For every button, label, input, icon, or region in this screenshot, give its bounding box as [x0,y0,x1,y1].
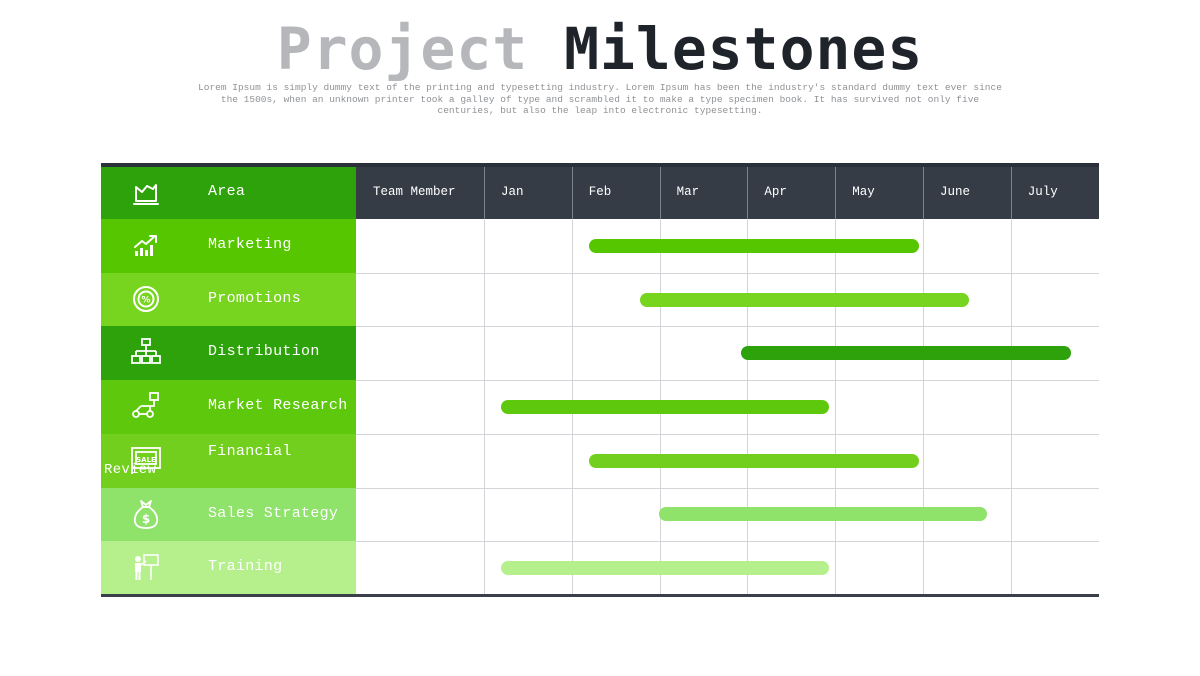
area-label: Financial [208,442,292,460]
title-word-milestones: Milestones [564,15,924,83]
area-label: Distribution [208,343,320,361]
growth-chart-icon [129,228,163,262]
grid-horizontal-line [356,433,1099,435]
area-chart-icon [129,176,163,210]
gantt-bar [589,238,919,253]
grid-horizontal-line [356,272,1099,274]
header-separator [747,167,749,219]
area-label: Sales Strategy [208,504,339,522]
sale-sign-icon: SALE [129,443,163,477]
header-area-cell [101,167,356,219]
area-label: Promotions [208,289,302,307]
svg-text:SALE: SALE [136,456,156,464]
svg-text:$: $ [142,512,150,526]
area-label: Marketing [208,236,292,253]
area-row [101,272,356,327]
header-month-feb: Feb [588,185,612,199]
title-word-project: Project [276,15,529,83]
header-area-label: Area [208,183,246,200]
grid-vertical-line [1010,219,1012,594]
header-month-jan: Jan [501,185,524,199]
header-month-apr: Apr [764,185,787,199]
header-separator [835,167,837,219]
grid-horizontal-line [356,487,1099,489]
gantt-bar [741,346,1071,361]
header-separator [659,167,661,219]
gantt-bar [640,292,969,307]
grid-horizontal-line [356,380,1099,382]
grid-vertical-line [923,219,924,594]
page-title: Project Milestones [0,14,1200,84]
area-row [101,541,356,596]
svg-text:%: % [141,295,150,305]
area-label: Training [208,558,283,576]
gantt-bar [500,399,830,414]
page-subtitle: Lorem Ipsum is simply dummy text of the … [198,82,1002,117]
header-separator [571,167,573,219]
org-chart-icon [129,335,163,369]
table-top-border [101,163,1099,167]
money-bag-icon: $ [129,497,163,531]
area-row [101,380,356,435]
trainer-board-icon [129,550,163,584]
header-team-member: Team Member [373,185,456,199]
area-row [101,487,356,542]
table-bottom-border [101,594,1099,597]
header-month-may: May [852,185,875,199]
grid-vertical-line [484,219,485,594]
header-timeline [356,167,1099,219]
area-row [101,326,356,381]
grid-horizontal-line [356,326,1099,328]
gantt-bar [500,561,830,576]
header-month-mar: Mar [676,185,700,199]
header-separator [923,167,924,219]
grid-horizontal-line [356,541,1099,543]
area-label-continuation: Review [104,461,157,478]
header-separator [1010,167,1012,219]
flow-nodes-icon [129,389,163,423]
percent-badge-icon: % [129,282,163,316]
grid-vertical-line [835,219,837,594]
header-separator [484,167,485,219]
area-row [101,433,356,488]
area-row [101,219,356,274]
header-month-june: June [940,185,971,199]
gantt-bar [589,453,919,468]
gantt-bar [658,507,988,522]
area-label: Market Research [208,397,348,415]
header-month-july: July [1027,185,1058,199]
